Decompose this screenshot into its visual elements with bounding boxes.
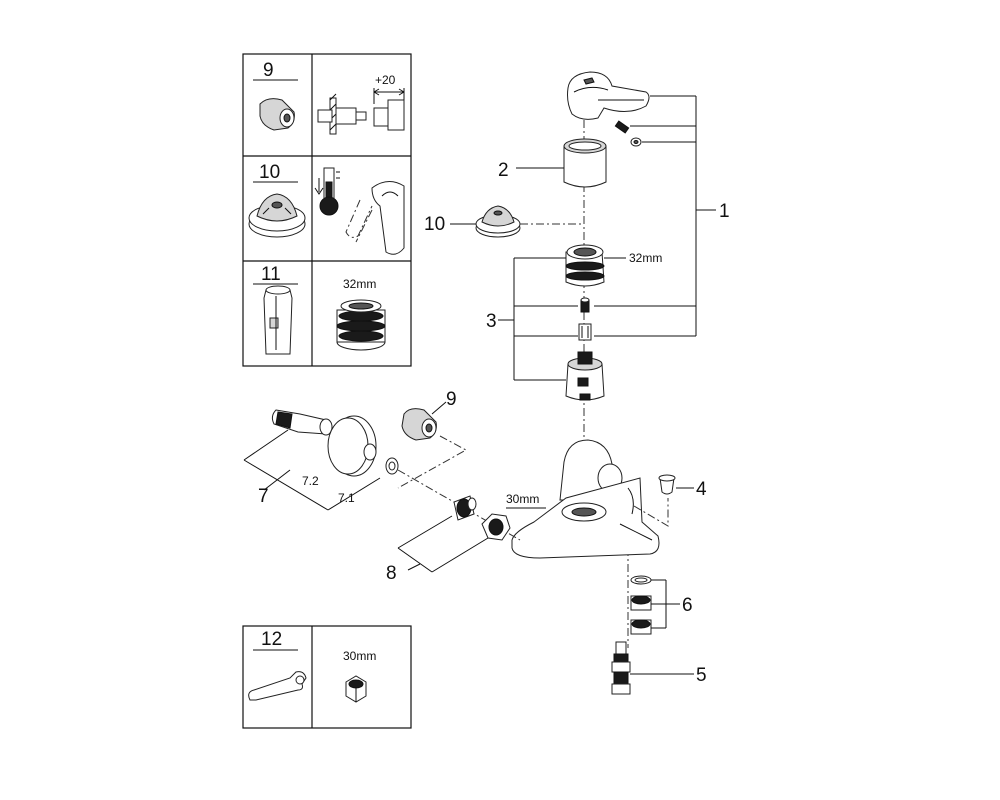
cover-sleeve	[563, 138, 607, 188]
tool-number-12: 12	[261, 629, 282, 650]
callout-7-2: 7.2	[302, 474, 319, 488]
callout-7: 7	[258, 486, 269, 507]
table-number-10: 10	[259, 162, 280, 183]
table-number-9: 9	[263, 60, 274, 81]
cartridge	[565, 351, 605, 401]
seal-ring-top	[630, 575, 652, 585]
callout-10: 10	[424, 214, 445, 235]
callout-7-1: 7.1	[338, 491, 355, 505]
callout-8: 8	[386, 563, 397, 584]
wrench-icon	[248, 671, 307, 701]
tool-30mm-label: 30mm	[343, 649, 376, 663]
callout-6-bracket	[651, 579, 680, 629]
temperature-limiter	[475, 205, 521, 238]
extension-plus-20-label: +20	[375, 73, 396, 87]
table-row-11: 11 32mm	[253, 264, 386, 355]
cartridge-32mm-label: 32mm	[629, 251, 662, 265]
callout-4: 4	[696, 479, 707, 500]
callout-1: 1	[719, 201, 730, 222]
callout-9-leader	[431, 401, 447, 415]
s-union	[271, 409, 333, 436]
table-number-11: 11	[261, 264, 281, 285]
washer	[385, 457, 399, 475]
table-row-9: 9 +20	[253, 60, 405, 135]
seal-ring-bottom	[630, 619, 652, 635]
callout-6: 6	[682, 595, 693, 616]
extension-diagram-icon: +20	[317, 73, 405, 135]
set-screw	[614, 120, 630, 134]
union-nut	[481, 513, 511, 541]
callout-3: 3	[486, 311, 497, 332]
callout-9: 9	[446, 389, 457, 410]
adapter	[401, 408, 437, 441]
cartridge-nut	[565, 244, 605, 287]
callout-8-bracket	[397, 515, 489, 573]
cap-screw	[630, 137, 642, 147]
nut-30mm-label: 30mm	[506, 492, 539, 506]
callout-7-bracket	[243, 429, 381, 511]
bushing-tool-icon	[263, 285, 293, 355]
seal-nut	[630, 595, 652, 611]
lever-handle	[567, 71, 650, 120]
table-row-10: 10	[248, 162, 405, 255]
callout-1-leaders	[594, 95, 716, 337]
tool-box: 12 30mm	[242, 625, 412, 729]
table-32mm-label: 32mm	[343, 277, 376, 291]
adapter-icon	[259, 98, 295, 131]
callout-3-bracket	[498, 257, 578, 381]
small-screw	[580, 297, 590, 313]
hex-nut-icon	[345, 675, 367, 703]
lever-rotation-icon	[345, 181, 405, 255]
callout-5: 5	[696, 665, 707, 686]
connection-fitting	[453, 495, 477, 521]
cartridge-nut-icon	[336, 299, 386, 351]
thermometer-icon	[314, 167, 340, 216]
spindle-adapter	[578, 323, 592, 341]
diverter-valve	[611, 641, 631, 695]
temperature-limiter-icon	[248, 193, 306, 238]
escutcheon	[327, 415, 377, 477]
reference-table: 9 +20	[242, 53, 412, 367]
cap	[658, 474, 676, 495]
callout-2: 2	[498, 160, 509, 181]
mixer-body	[511, 439, 660, 559]
